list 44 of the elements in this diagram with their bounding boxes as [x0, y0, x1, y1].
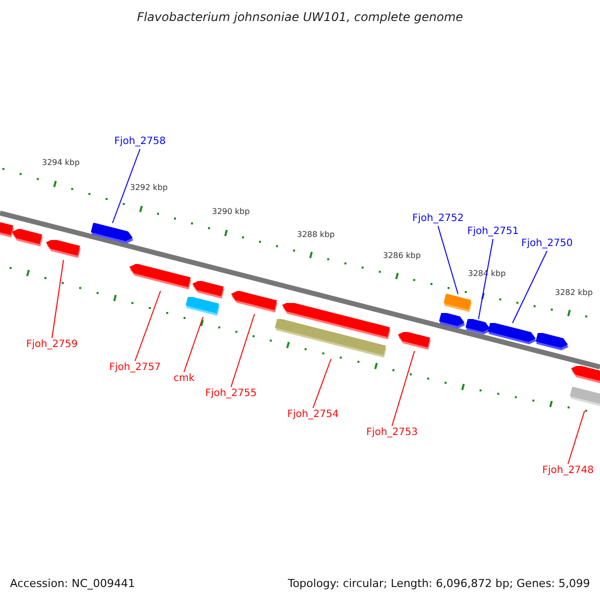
scale-label: 3282 kbp — [555, 288, 593, 298]
leader-line — [184, 316, 204, 372]
leader-line — [512, 250, 548, 324]
gene-feature-bar — [185, 297, 221, 317]
gene-feature — [45, 240, 82, 260]
accession-text: Accession: NC_009441 — [10, 577, 136, 590]
gene-label: Fjoh_2759 — [26, 339, 78, 351]
gene-label: Fjoh_2748 — [542, 465, 594, 477]
gene-feature — [90, 223, 135, 245]
scale-label: 3286 kbp — [383, 251, 421, 261]
leader-line — [112, 148, 140, 224]
chart-title: Flavobacterium johnsoniae UW101, complete genome — [136, 10, 464, 24]
gene-label: Fjoh_2754 — [287, 409, 339, 421]
gene-label: cmk — [173, 373, 195, 385]
gene-feature — [0, 222, 15, 239]
leader-line — [392, 350, 415, 426]
gene-feature — [465, 319, 492, 336]
gene-feature — [11, 229, 44, 248]
gene-label: Fjoh_2752 — [412, 213, 464, 225]
gene-label: Fjoh_2753 — [366, 427, 418, 439]
gene-feature — [128, 264, 193, 291]
genome-summary-text: Topology: circular; Length: 6,096,872 bp; Genes: 5,099 — [288, 577, 590, 590]
gene-feature-bar — [443, 294, 473, 314]
gene-feature — [438, 313, 467, 330]
leader-line — [568, 410, 585, 464]
gene-label: Fjoh_2757 — [109, 362, 161, 374]
gene-label: Fjoh_2751 — [467, 226, 519, 238]
gene-label: Fjoh_2755 — [205, 388, 257, 400]
leader-line — [134, 290, 161, 362]
scale-label: 3290 kbp — [212, 207, 250, 217]
gene-feature — [535, 333, 570, 352]
gene-label: Fjoh_2750 — [521, 238, 573, 250]
scale-label: 3292 kbp — [130, 183, 168, 193]
leader-line — [312, 358, 332, 408]
scale-label: 3288 kbp — [297, 230, 335, 240]
leader-line — [230, 314, 255, 388]
leader-line — [52, 260, 64, 338]
scale-label: 3294 kbp — [42, 158, 80, 168]
gene-label: Fjoh_2758 — [114, 136, 166, 148]
gene-feature — [191, 281, 226, 300]
gene-feature — [281, 303, 392, 341]
gene-feature — [230, 291, 279, 314]
leader-line — [478, 238, 494, 320]
gene-feature — [397, 332, 432, 351]
